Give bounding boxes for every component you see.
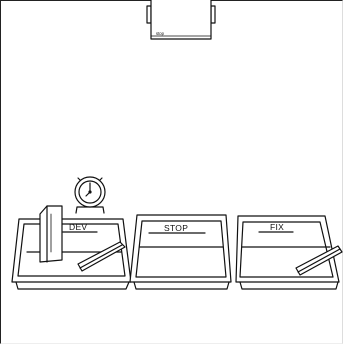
tray-label-dev: DEV [69, 222, 87, 232]
tray-dev [12, 206, 131, 289]
top-box: stop [147, 0, 215, 39]
tray-label-fix: FIX [270, 222, 284, 232]
tray-fix [236, 216, 342, 289]
top-box-label: stop [156, 31, 165, 36]
timer-clock [75, 177, 105, 213]
tray-label-stop: STOP [164, 223, 188, 233]
